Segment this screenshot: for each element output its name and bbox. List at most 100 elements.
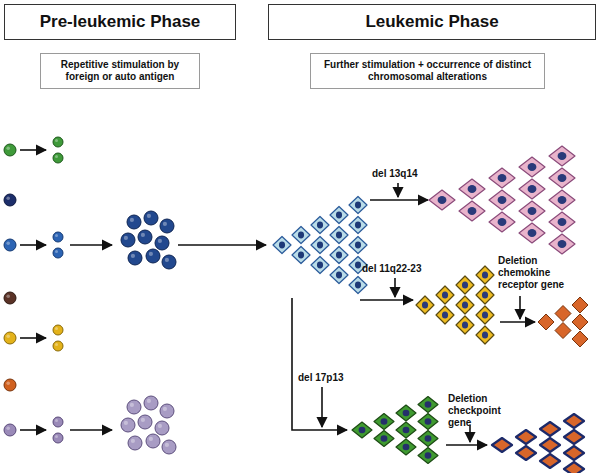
leukemic-cell — [349, 237, 367, 254]
cell-nucleus — [381, 418, 388, 424]
cell-nucleus — [528, 185, 537, 193]
cell-highlight — [124, 236, 128, 240]
leukemic-cell — [352, 422, 372, 438]
leukemic-cell — [311, 237, 329, 254]
cell-nucleus — [442, 311, 448, 318]
leukemic-cell — [540, 422, 560, 436]
cell-nucleus — [425, 418, 432, 424]
lymphocyte — [121, 418, 135, 432]
leukemic-cell — [416, 296, 434, 314]
cell-highlight — [158, 239, 162, 243]
cell-highlight — [6, 146, 10, 150]
arrow — [292, 298, 347, 430]
cell-highlight — [163, 222, 167, 226]
cell-nucleus — [442, 291, 448, 298]
leukemic-cell — [540, 438, 560, 452]
arrow — [397, 183, 399, 197]
arrows — [20, 150, 535, 445]
cell-nucleus — [425, 452, 432, 458]
leukemic-cell — [396, 439, 416, 455]
lymphocyte — [4, 379, 16, 391]
leukemic-cell — [555, 323, 571, 339]
lymphocyte — [138, 230, 152, 244]
cells — [4, 137, 588, 473]
lymphocyte — [127, 400, 141, 414]
arrow — [20, 149, 46, 151]
deleted-gene-label: Deletion checkpoint gene — [448, 393, 522, 429]
lymphocyte — [146, 249, 160, 263]
arrow — [70, 244, 112, 246]
arrow — [360, 299, 413, 301]
cell-highlight — [163, 407, 167, 411]
deletion-label: del 11q22-23 — [362, 263, 442, 275]
cell-nucleus — [498, 196, 507, 204]
cell-nucleus — [403, 410, 410, 416]
lymphocyte — [4, 239, 16, 251]
lymphocyte — [4, 332, 16, 344]
lymphocyte — [128, 436, 142, 450]
lymphocyte — [162, 255, 176, 269]
leukemic-cell — [311, 257, 329, 274]
lymphocyte — [146, 434, 160, 448]
arrow — [20, 337, 46, 339]
leukemic-cell — [459, 201, 485, 221]
leukemic-cell — [540, 454, 560, 468]
cell-nucleus — [336, 272, 342, 279]
lymphocyte — [127, 215, 141, 229]
leukemic-cell — [519, 157, 545, 177]
cell-highlight — [55, 139, 58, 142]
leukemic-cell — [476, 286, 494, 304]
cell-nucleus — [498, 174, 507, 182]
leukemic-cell — [489, 212, 515, 232]
cell-nucleus — [425, 401, 432, 407]
leukemic-cell — [456, 276, 474, 294]
cell-highlight — [149, 252, 153, 256]
cell-highlight — [6, 196, 10, 200]
cell-nucleus — [422, 301, 428, 308]
cell-highlight — [149, 437, 153, 441]
leukemic-cell — [538, 314, 554, 330]
deleted-gene-label: Deletion chemokine receptor gene — [498, 255, 578, 291]
cell-nucleus — [462, 301, 468, 308]
leukemic-cell — [572, 331, 588, 347]
leukemic-cell — [492, 438, 512, 452]
deletion-label: del 13q14 — [372, 168, 442, 180]
cell-nucleus — [528, 229, 537, 237]
lymphocyte — [144, 396, 158, 410]
leukemic-cell — [476, 306, 494, 324]
lymphocyte — [121, 233, 135, 247]
leukemic-cell — [572, 297, 588, 313]
arrow — [519, 296, 521, 319]
cell-nucleus — [482, 311, 488, 318]
cell-highlight — [55, 250, 58, 253]
cell-highlight — [165, 443, 169, 447]
cell-nucleus — [558, 218, 567, 226]
leukemic-cell — [418, 431, 438, 447]
cell-highlight — [158, 424, 162, 428]
cell-nucleus — [558, 240, 567, 248]
leukemic-cell — [374, 414, 394, 430]
lymphocyte — [160, 404, 174, 418]
lymphocyte — [4, 292, 16, 304]
cell-highlight — [130, 218, 134, 222]
arrow — [20, 429, 46, 431]
cell-highlight — [147, 399, 151, 403]
cell-highlight — [131, 254, 135, 258]
cell-nucleus — [462, 321, 468, 328]
cell-nucleus — [558, 174, 567, 182]
leukemic-cell — [330, 267, 348, 284]
leukemic-cell — [330, 227, 348, 244]
cell-highlight — [141, 418, 145, 422]
cell-nucleus — [355, 282, 361, 289]
cell-nucleus — [317, 242, 323, 249]
cell-nucleus — [558, 196, 567, 204]
box-text: Leukemic Phase — [365, 12, 498, 32]
cell-nucleus — [528, 163, 537, 171]
cell-highlight — [147, 214, 151, 218]
cell-highlight — [6, 381, 10, 385]
phase-description: Further stimulation + occurrence of dist… — [310, 53, 545, 89]
leukemic-cell — [396, 405, 416, 421]
lymphocyte — [162, 440, 176, 454]
arrow — [500, 321, 535, 323]
cell-highlight — [6, 294, 10, 298]
